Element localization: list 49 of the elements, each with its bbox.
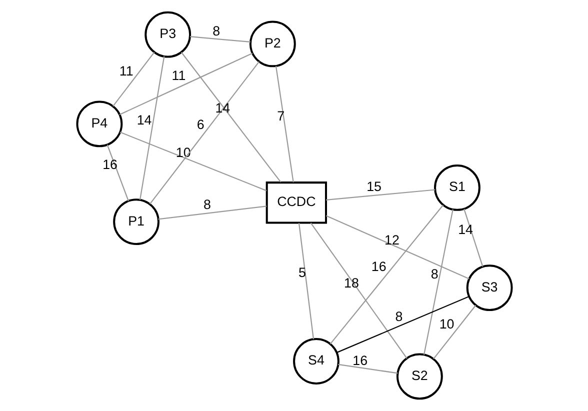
- connector: [338, 364, 398, 374]
- node-circle: S1: [434, 164, 480, 211]
- node-circle: P4: [76, 100, 122, 148]
- connector: [138, 56, 164, 200]
- edge-label: 14: [136, 112, 152, 128]
- edge-label: 11: [118, 63, 133, 78]
- connector: [106, 144, 129, 202]
- connector: [326, 189, 435, 200]
- connector: [180, 52, 281, 182]
- connector: [118, 52, 252, 116]
- connector: [310, 222, 407, 359]
- edge-label: 16: [102, 157, 117, 172]
- connector: [463, 208, 483, 267]
- edge-label: 8: [394, 308, 402, 324]
- node-circle: P1: [112, 198, 160, 245]
- edge-label: 11: [171, 68, 186, 84]
- edge-label: 12: [384, 232, 399, 248]
- connector: [432, 304, 476, 360]
- node-circle: S3: [466, 264, 512, 312]
- edge-label: 14: [214, 100, 230, 116]
- node-box: CCDC: [265, 182, 326, 224]
- connector: [325, 215, 469, 280]
- connector: [119, 132, 266, 192]
- connector: [274, 66, 294, 182]
- node-circle: S2: [396, 353, 442, 400]
- edge-label: 7: [276, 108, 284, 124]
- connector: [112, 52, 154, 107]
- edge-label: 16: [352, 353, 368, 368]
- edge-label: 10: [175, 144, 190, 160]
- connector: [336, 296, 469, 354]
- edge-label: 6: [196, 117, 204, 132]
- connector: [329, 204, 444, 344]
- edge-label: 16: [370, 258, 386, 274]
- node-circle: S4: [292, 338, 339, 384]
- edge-label: 8: [203, 197, 210, 212]
- edge-label: 5: [298, 264, 306, 280]
- connector: [190, 36, 250, 43]
- node-circle: P2: [248, 20, 296, 68]
- connector: [148, 61, 260, 204]
- node-circle: P3: [144, 11, 191, 58]
- edge-label: 10: [438, 316, 454, 332]
- edge-label: 14: [458, 222, 473, 237]
- connector: [158, 206, 266, 220]
- edge-label: 8: [430, 266, 438, 282]
- edge-label: 8: [212, 23, 220, 38]
- edge-label: 18: [344, 276, 358, 290]
- connector: [422, 209, 453, 355]
- connector: [298, 222, 314, 340]
- edge-label: 15: [366, 178, 382, 194]
